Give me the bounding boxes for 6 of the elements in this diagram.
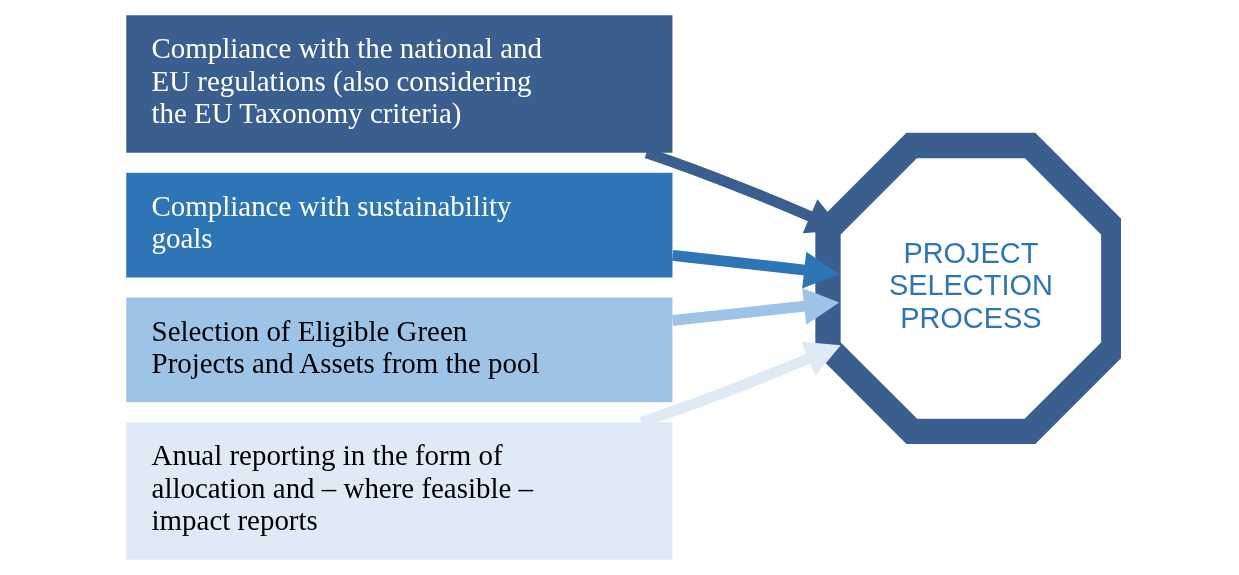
node-box: Anual reporting in the form of allocation and – where feasible – impact reports [125, 422, 672, 560]
node-box: Compliance with the national and EU regulations (also considering the EU Taxonomy criteria) [125, 15, 672, 153]
arrow [671, 287, 839, 326]
node-box: Compliance with sustainability goals [125, 172, 672, 278]
node-box: Selection of Eligible Green Projects and Assets from the pool [125, 297, 672, 403]
arrow [671, 249, 839, 289]
